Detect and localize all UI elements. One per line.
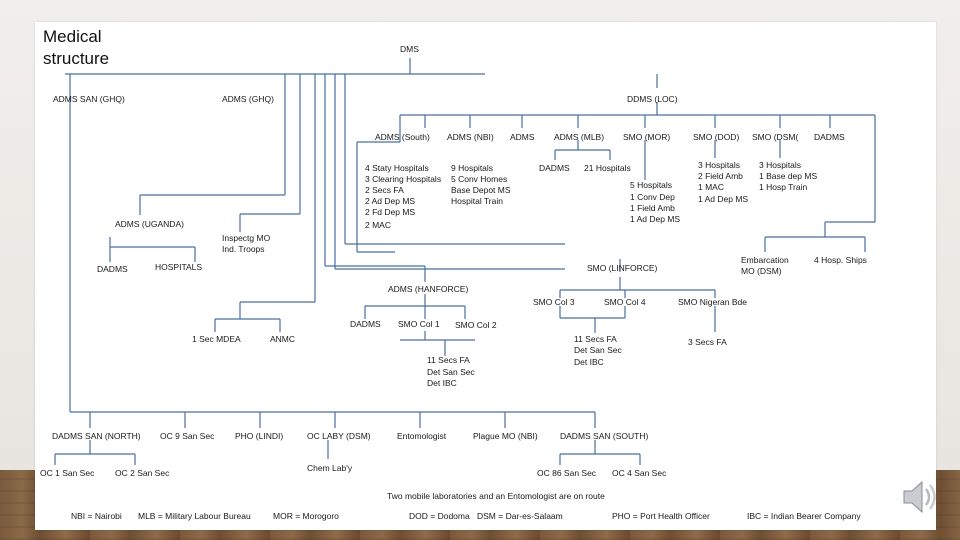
- legend-dod: DOD = Dodoma: [409, 511, 470, 521]
- node-dadms-top: DADMS: [814, 132, 845, 142]
- legend-pho: PHO = Port Health Officer: [612, 511, 710, 521]
- slide-title: Medical structure: [43, 27, 110, 68]
- col-list-item: Det IBC: [574, 357, 604, 367]
- node-oc86: OC 86 San Sec: [537, 468, 597, 478]
- connector-lines: [54, 58, 876, 465]
- dod-list-item: 1 MAC: [698, 182, 724, 192]
- dod-list-item: 2 Field Amb: [698, 171, 743, 181]
- legend-mlb: MLB = Military Labour Bureau: [138, 511, 251, 521]
- node-anmc: ANMC: [270, 334, 295, 344]
- hanforce-list-item: Det San Sec: [427, 367, 475, 377]
- org-chart: DMS ADMS SAN (GHQ) ADMS (GHQ) DDMS (LOC)…: [40, 44, 876, 521]
- node-smo-col4: SMO Col 4: [604, 297, 646, 307]
- node-1-sec-mdea: 1 Sec MDEA: [192, 334, 241, 344]
- node-oc1: OC 1 San Sec: [40, 468, 95, 478]
- node-labels: DMS ADMS SAN (GHQ) ADMS (GHQ) DDMS (LOC)…: [40, 44, 867, 521]
- slide: Medical structure: [35, 22, 936, 530]
- node-smo-col2: SMO Col 2: [455, 320, 497, 330]
- south-list-item: 4 Staty Hospitals: [365, 163, 429, 173]
- node-inspectg-mo: Inspectg MO: [222, 233, 271, 243]
- south-list-item: 3 Clearing Hospitals: [365, 174, 441, 184]
- nbi-list-item: 9 Hospitals: [451, 163, 493, 173]
- dsm-list-item: 1 Base dep MS: [759, 171, 817, 181]
- legend-dsm: DSM = Dar-es-Salaam: [477, 511, 563, 521]
- node-pho-lindi: PHO (LINDI): [235, 431, 283, 441]
- node-adms-san-ghq: ADMS SAN (GHQ): [53, 94, 125, 104]
- node-adms-nbi: ADMS (NBI): [447, 132, 494, 142]
- node-adms-hanforce: ADMS (HANFORCE): [388, 284, 468, 294]
- node-adms-mlb: ADMS (MLB): [554, 132, 604, 142]
- node-adms-south: ADMS (South): [375, 132, 430, 142]
- col-list-item: Det San Sec: [574, 345, 622, 355]
- node-embarcation-mo: MO (DSM): [741, 266, 782, 276]
- node-smo-mor: SMO (MOR): [623, 132, 670, 142]
- node-smo-dsm: SMO (DSM(: [752, 132, 798, 142]
- node-entomologist: Entomologist: [397, 431, 447, 441]
- node-adms: ADMS: [510, 132, 535, 142]
- node-hanforce-dadms: DADMS: [350, 319, 381, 329]
- node-chem-lab: Chem Lab'y: [307, 463, 353, 473]
- legend-ibc: IBC = Indian Bearer Company: [747, 511, 861, 521]
- node-oc4: OC 4 San Sec: [612, 468, 667, 478]
- node-inspectg-mo-troops: Ind. Troops: [222, 244, 265, 254]
- dsm-list-item: 1 Hosp Train: [759, 182, 807, 192]
- mor-list-item: 1 Ad Dep MS: [630, 214, 680, 224]
- node-oc-laby: OC LABY (DSM): [307, 431, 371, 441]
- mor-list-item: 1 Field Amb: [630, 203, 675, 213]
- mor-list-item: 5 Hospitals: [630, 180, 672, 190]
- dod-list-item: 3 Hospitals: [698, 160, 740, 170]
- node-oc2: OC 2 San Sec: [115, 468, 170, 478]
- node-adms-ghq: ADMS (GHQ): [222, 94, 274, 104]
- node-plague-mo: Plague MO (NBI): [473, 431, 538, 441]
- node-smo-col1: SMO Col 1: [398, 319, 440, 329]
- nbi-list-item: Hospital Train: [451, 196, 503, 206]
- node-smo-dod: SMO (DOD): [693, 132, 739, 142]
- hanforce-list-item: Det IBC: [427, 378, 457, 388]
- node-dadms-san-south: DADMS SAN (SOUTH): [560, 431, 648, 441]
- hanforce-list-item: 11 Secs FA: [427, 355, 470, 365]
- footnote: Two mobile laboratories and an Entomolog…: [387, 491, 605, 501]
- node-mlb-dadms: DADMS: [539, 163, 570, 173]
- nbi-list-item: 5 Conv Homes: [451, 174, 507, 184]
- speaker-icon[interactable]: [896, 474, 942, 520]
- node-smo-nigerian: SMO Nigeran Bde: [678, 297, 747, 307]
- south-list-item: 2 Secs FA: [365, 185, 404, 195]
- node-embarcation: Embarcation: [741, 255, 789, 265]
- south-list-item: 2 MAC: [365, 220, 391, 230]
- south-list-item: 2 Ad Dep MS: [365, 196, 415, 206]
- node-3-secs-fa: 3 Secs FA: [688, 337, 727, 347]
- node-mlb-21-hospitals: 21 Hospitals: [584, 163, 631, 173]
- legend-mor: MOR = Morogoro: [273, 511, 339, 521]
- node-dadms-san-north: DADMS SAN (NORTH): [52, 431, 141, 441]
- dod-list-item: 1 Ad Dep MS: [698, 194, 748, 204]
- node-uganda-dadms: DADMS: [97, 264, 128, 274]
- node-hosp-ships: 4 Hosp. Ships: [814, 255, 867, 265]
- legend-nbi: NBI = Nairobi: [71, 511, 122, 521]
- south-list-item: 2 Fd Dep MS: [365, 207, 415, 217]
- node-uganda-hospitals: HOSPITALS: [155, 262, 202, 272]
- node-dms: DMS: [400, 44, 419, 54]
- col-list-item: 11 Secs FA: [574, 334, 617, 344]
- mor-list-item: 1 Conv Dep: [630, 192, 675, 202]
- node-adms-uganda: ADMS (UGANDA): [115, 219, 184, 229]
- node-ddms-loc: DDMS (LOC): [627, 94, 678, 104]
- nbi-list-item: Base Depot MS: [451, 185, 511, 195]
- dsm-list-item: 3 Hospitals: [759, 160, 801, 170]
- node-oc9: OC 9 San Sec: [160, 431, 215, 441]
- node-smo-linforce: SMO (LINFORCE): [587, 263, 658, 273]
- node-smo-col3: SMO Col 3: [533, 297, 575, 307]
